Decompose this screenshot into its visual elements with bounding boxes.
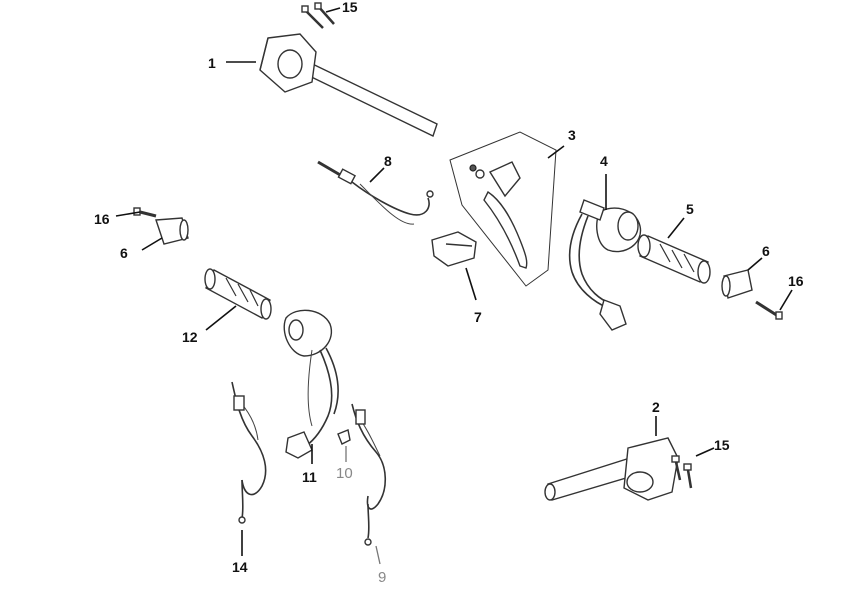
callout-2: 2 — [652, 399, 660, 415]
part-16-bolt-left — [133, 207, 157, 218]
callout-8: 8 — [384, 153, 392, 169]
part-15-bolts-right — [671, 455, 693, 489]
leader-3 — [547, 145, 565, 159]
callout-12: 12 — [182, 329, 198, 345]
part-9-cable — [351, 403, 387, 546]
part-7-switch — [431, 231, 477, 267]
callout-9: 9 — [378, 569, 386, 586]
callout-7: 7 — [474, 309, 482, 325]
leader-12 — [205, 305, 237, 331]
part-14-cable — [231, 381, 267, 524]
leader-8 — [369, 167, 385, 183]
callout-16-right: 16 — [788, 273, 804, 289]
part-2-right-clip-on-handlebar — [544, 437, 679, 501]
callout-3: 3 — [568, 127, 576, 143]
leader-15a — [325, 7, 341, 13]
part-12-left-grip — [204, 268, 272, 320]
leader-6a — [141, 237, 163, 251]
callout-10: 10 — [336, 465, 353, 482]
leader-7 — [465, 267, 477, 301]
part-3-brake-lever-assembly — [449, 131, 557, 287]
part-6-bar-end-right — [721, 269, 753, 299]
callout-6-left: 6 — [120, 245, 128, 261]
leader-5 — [667, 217, 685, 239]
callout-1: 1 — [208, 55, 216, 71]
part-15-bolts-top — [301, 2, 335, 29]
leader-16b — [779, 289, 793, 311]
part-11-left-switch-housing — [283, 309, 339, 459]
callout-16-left: 16 — [94, 211, 110, 227]
leader-6b — [747, 257, 763, 271]
leader-15b — [695, 447, 715, 457]
part-10-clip — [337, 429, 351, 445]
callout-6-right: 6 — [762, 243, 770, 259]
callout-15-top: 15 — [342, 0, 358, 15]
part-5-right-grip — [637, 234, 711, 284]
callout-5: 5 — [686, 201, 694, 217]
callout-4: 4 — [600, 153, 608, 169]
part-16-bolt-right — [755, 300, 783, 320]
callout-14: 14 — [232, 559, 248, 575]
part-1-left-clip-on-handlebar — [259, 33, 438, 137]
callout-11: 11 — [302, 469, 317, 485]
leader-16a — [115, 211, 141, 217]
part-4-right-switch-housing — [568, 199, 642, 331]
part-8-switch-cable — [317, 160, 434, 225]
part-6-bar-end-left — [155, 217, 189, 245]
leader-9 — [375, 545, 381, 565]
callout-15-right: 15 — [714, 437, 730, 453]
